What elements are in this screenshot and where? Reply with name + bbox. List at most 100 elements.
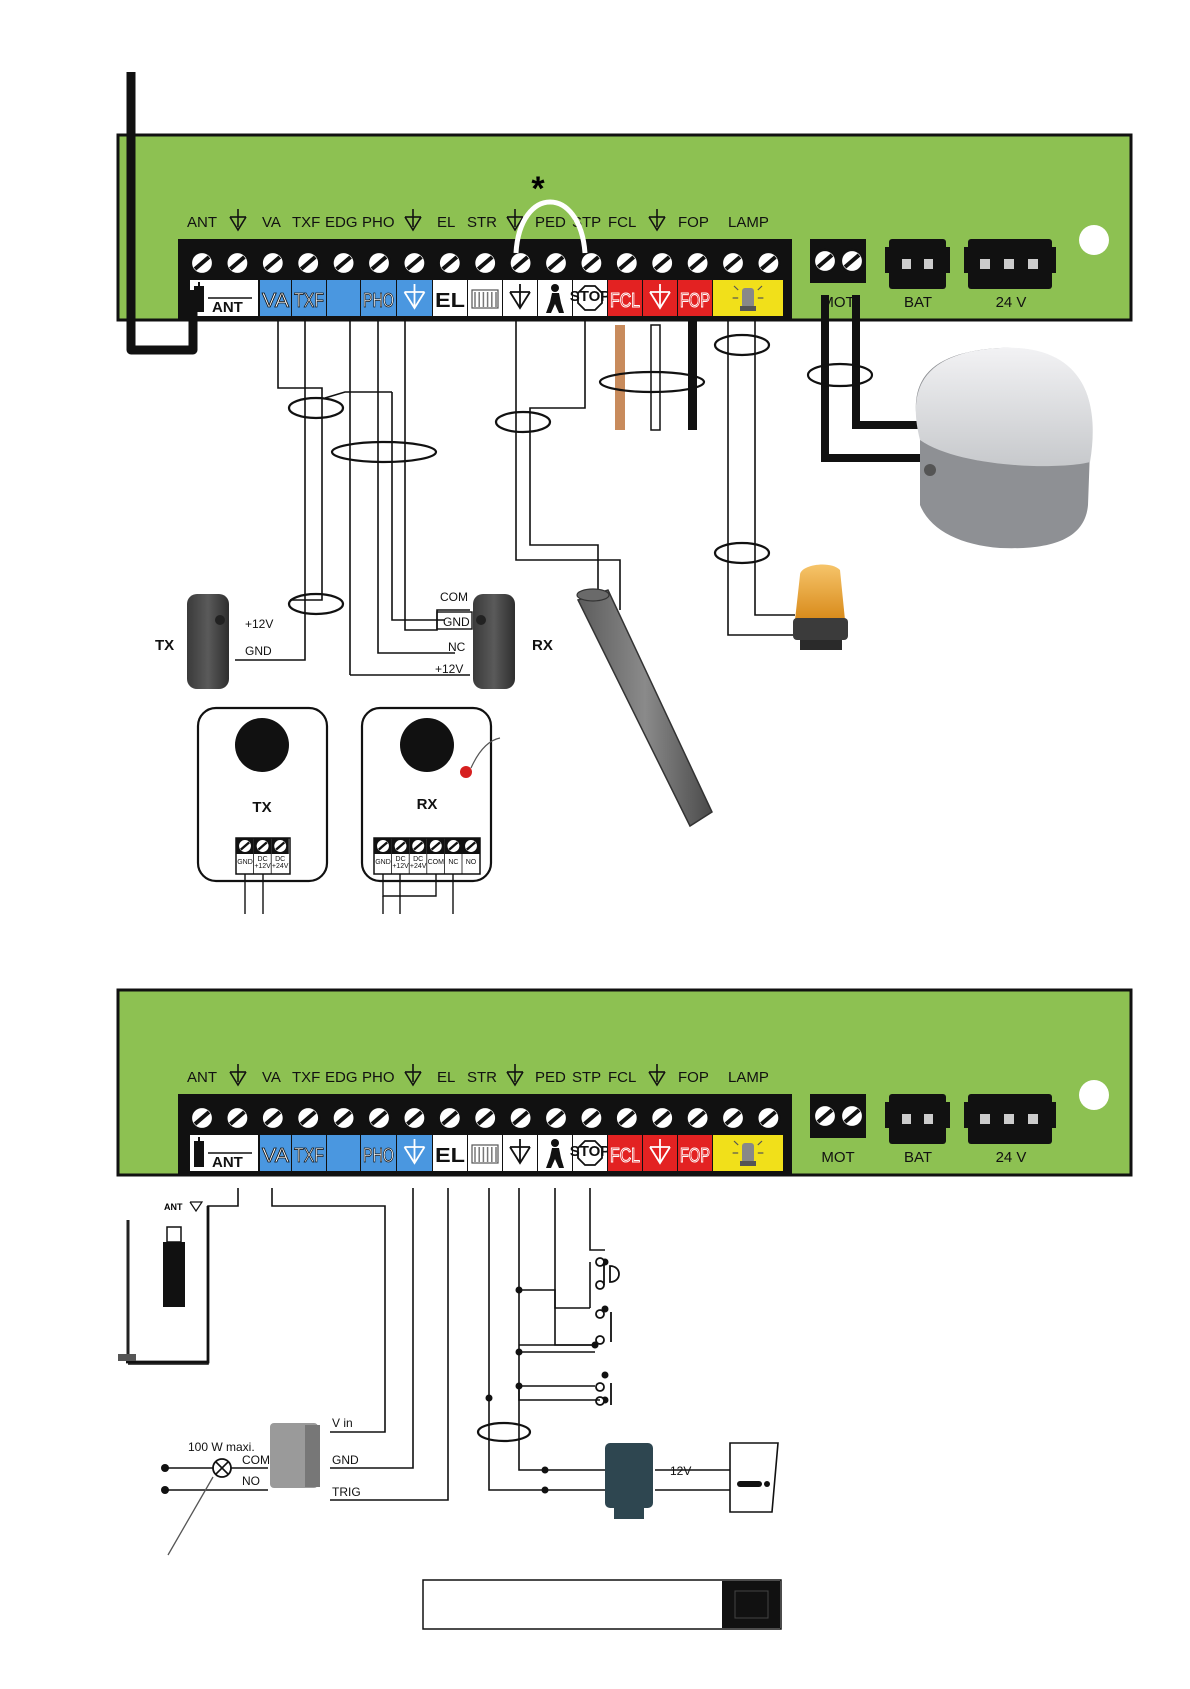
terminal-screw-3 bbox=[259, 1105, 286, 1131]
upper-wiring bbox=[235, 318, 795, 676]
terminal-screw-6 bbox=[366, 250, 392, 276]
rx-screw-1 bbox=[375, 838, 391, 854]
top-label-va: VA bbox=[262, 1069, 281, 1086]
top-label-stp: STP bbox=[572, 1069, 601, 1086]
lower-wiring bbox=[128, 1188, 730, 1501]
top-label-lamp: LAMP bbox=[728, 1069, 769, 1086]
cable-ties-upper bbox=[287, 333, 874, 616]
terminal-screw-9 bbox=[472, 1105, 499, 1131]
photocell-rx-image bbox=[473, 594, 515, 689]
top-label-ant: ANT bbox=[187, 214, 217, 231]
warning-lamp-image bbox=[793, 564, 848, 650]
cable-tie-lower bbox=[476, 1421, 532, 1443]
tile-fop: FOP bbox=[680, 1145, 710, 1167]
rx-terminal-label: NO bbox=[466, 859, 477, 866]
terminal-screw-12 bbox=[578, 1105, 605, 1131]
rx-terminal-label: COM bbox=[428, 859, 445, 866]
photocell-tx-image bbox=[187, 594, 229, 689]
rx-wire-com: COM bbox=[440, 590, 468, 604]
tile-txf: TXF bbox=[294, 290, 324, 312]
power-note: 100 W maxi. bbox=[188, 1440, 255, 1454]
tile-txf: TXF bbox=[294, 1145, 324, 1167]
rx-terminal-label: GND bbox=[375, 859, 391, 866]
conn-label-bat: BAT bbox=[904, 1149, 932, 1166]
tile-el: EL bbox=[435, 290, 465, 312]
top-label-str: STR bbox=[467, 1069, 497, 1086]
white-wire bbox=[650, 324, 661, 431]
terminal-screw-11 bbox=[543, 250, 569, 276]
top-label-edg: EDG bbox=[325, 1069, 358, 1086]
top-label-fop: FOP bbox=[678, 214, 709, 231]
tile-ant: ANT bbox=[212, 1154, 243, 1171]
jumper-wire bbox=[513, 199, 588, 254]
terminal-screw-1 bbox=[189, 250, 215, 276]
terminal-screw-12 bbox=[578, 250, 605, 276]
tx-screw-1 bbox=[237, 838, 253, 854]
tx-side-label: TX bbox=[155, 637, 174, 654]
motor-cable-2 bbox=[852, 295, 930, 429]
lock-plate bbox=[729, 1442, 779, 1513]
terminal-screw-14 bbox=[649, 1105, 676, 1131]
rx-screw-6 bbox=[463, 838, 479, 854]
external-antenna bbox=[118, 1220, 185, 1361]
terminal-screw-16 bbox=[720, 1105, 746, 1131]
top-label-edg: EDG bbox=[325, 214, 358, 231]
trig-label: TRIG bbox=[332, 1485, 361, 1499]
mot-screw-2 bbox=[839, 1103, 865, 1129]
terminal-screw-8 bbox=[436, 250, 463, 276]
terminal-screw-1 bbox=[189, 1105, 215, 1131]
rx-screw-2 bbox=[392, 838, 409, 854]
rx-module-title: RX bbox=[417, 796, 438, 813]
terminal-screw-17 bbox=[755, 1105, 782, 1131]
terminal-screw-6 bbox=[366, 1105, 392, 1131]
top-label-fcl: FCL bbox=[608, 214, 636, 231]
no-label: NO bbox=[242, 1474, 260, 1488]
black-wire bbox=[688, 318, 697, 430]
conn-label-24v: 24 V bbox=[996, 1149, 1027, 1166]
rx-terminal-label: DC+12V bbox=[392, 856, 409, 870]
terminal-screw-5 bbox=[330, 250, 357, 276]
terminal-screw-3 bbox=[259, 250, 286, 276]
terminal-screw-4 bbox=[295, 1105, 322, 1131]
terminal-screw-16 bbox=[720, 250, 746, 276]
top-label-pho: PHO bbox=[362, 1069, 395, 1086]
tile-pho: PHO bbox=[363, 290, 394, 312]
gate-arm-image bbox=[576, 588, 713, 828]
lower-heavy-wires bbox=[126, 1206, 210, 1364]
top-label-el: EL bbox=[437, 214, 455, 231]
terminal-screw-10 bbox=[507, 1105, 534, 1131]
top-label-ped: PED bbox=[535, 214, 566, 231]
conn-label-mot: MOT bbox=[821, 1149, 854, 1166]
terminal-screw-10 bbox=[507, 250, 534, 276]
top-label-txf: TXF bbox=[292, 214, 320, 231]
top-label-el: EL bbox=[437, 1069, 455, 1086]
copper-wire bbox=[615, 325, 625, 430]
push-buttons bbox=[595, 1257, 620, 1406]
module-leads bbox=[244, 874, 454, 914]
terminal-screw-9 bbox=[472, 250, 499, 276]
access-device-image bbox=[605, 1443, 653, 1519]
rx-module: RX bbox=[360, 706, 501, 883]
top-label-ant: ANT bbox=[187, 1069, 217, 1086]
tx-screw-3 bbox=[272, 838, 289, 854]
motor-cable-1 bbox=[821, 295, 930, 462]
terminal-screw-17 bbox=[755, 250, 782, 276]
tx-terminal-label: GND bbox=[237, 859, 253, 866]
gnd-label: GND bbox=[332, 1453, 359, 1467]
tile-fcl: FCL bbox=[610, 1145, 640, 1167]
com-label: COM bbox=[242, 1453, 270, 1467]
rx-terminal-label: NC bbox=[448, 859, 458, 866]
tile-pho: PHO bbox=[363, 1145, 394, 1167]
top-label-ped: PED bbox=[535, 1069, 566, 1086]
tx-terminal-label: DC+12V bbox=[254, 856, 271, 870]
terminal-screw-7 bbox=[401, 250, 428, 276]
top-label-lamp: LAMP bbox=[728, 214, 769, 231]
conn-label-bat: BAT bbox=[904, 294, 932, 311]
tile-stop: STOP bbox=[570, 1143, 611, 1160]
top-label-va: VA bbox=[262, 214, 281, 231]
terminal-screw-14 bbox=[649, 250, 676, 276]
tile-ant: ANT bbox=[212, 299, 243, 316]
rx-screw-3 bbox=[410, 838, 427, 854]
rx-wire-nc: NC bbox=[448, 640, 466, 654]
